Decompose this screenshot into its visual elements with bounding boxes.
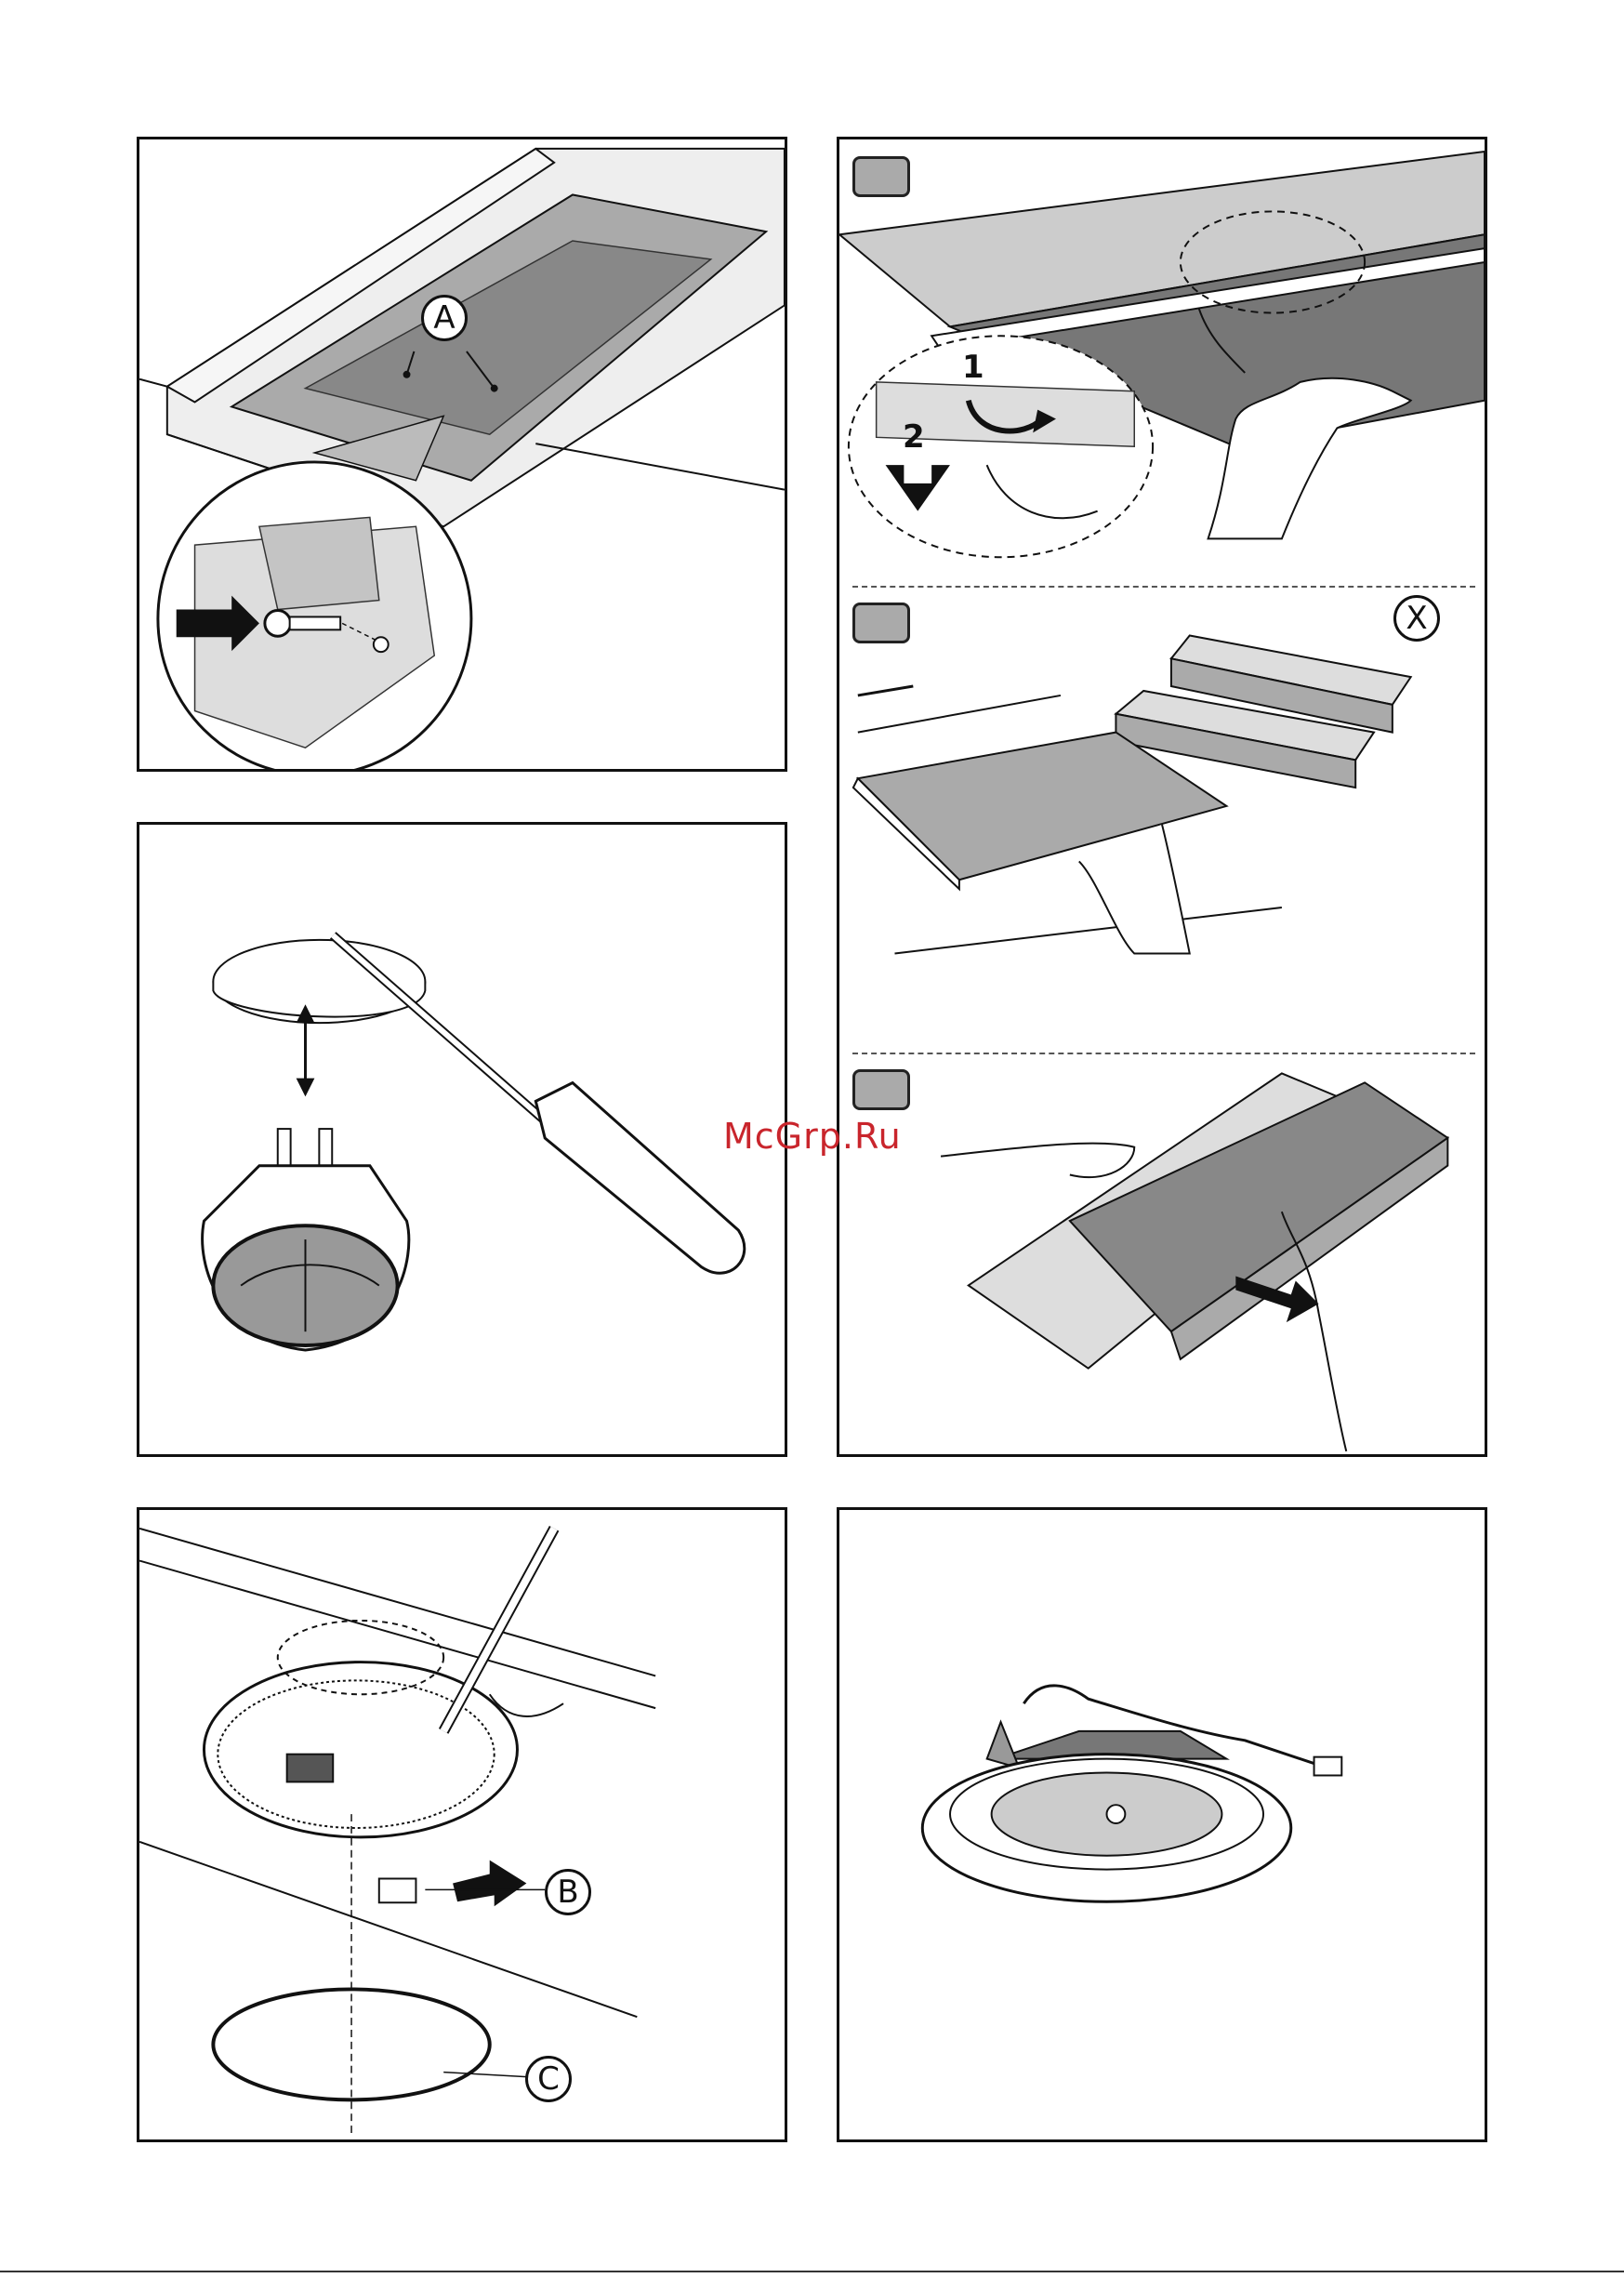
step-2-label: 2 bbox=[903, 418, 925, 456]
divider-1 bbox=[852, 586, 1475, 588]
bulb-screwdriver-illustration bbox=[139, 825, 785, 1454]
light-fitting-illustration bbox=[839, 1510, 1485, 2139]
callout-c: C bbox=[525, 2056, 572, 2102]
callout-x: X bbox=[1393, 595, 1440, 642]
panel-filter-steps: 1 2 X bbox=[837, 137, 1487, 1457]
hood-screw-illustration bbox=[139, 139, 785, 769]
panel-lamp-housing: B C bbox=[137, 1507, 787, 2142]
callout-b: B bbox=[545, 1869, 591, 1915]
panel-light-fitting bbox=[837, 1507, 1487, 2142]
callout-a: A bbox=[421, 295, 468, 341]
divider-2 bbox=[852, 1053, 1475, 1054]
watermark: McGrp.Ru bbox=[723, 1116, 902, 1157]
step-box-1 bbox=[852, 156, 910, 197]
footer-line bbox=[0, 2271, 1624, 2272]
step-1-label: 1 bbox=[962, 349, 984, 386]
lamp-housing-illustration bbox=[139, 1510, 785, 2139]
step-box-3 bbox=[852, 1069, 910, 1110]
panel-bulb-screwdriver bbox=[137, 822, 787, 1457]
panel-hood-screws: A bbox=[137, 137, 787, 772]
filter-steps-illustration bbox=[839, 139, 1485, 1454]
step-box-2 bbox=[852, 603, 910, 643]
